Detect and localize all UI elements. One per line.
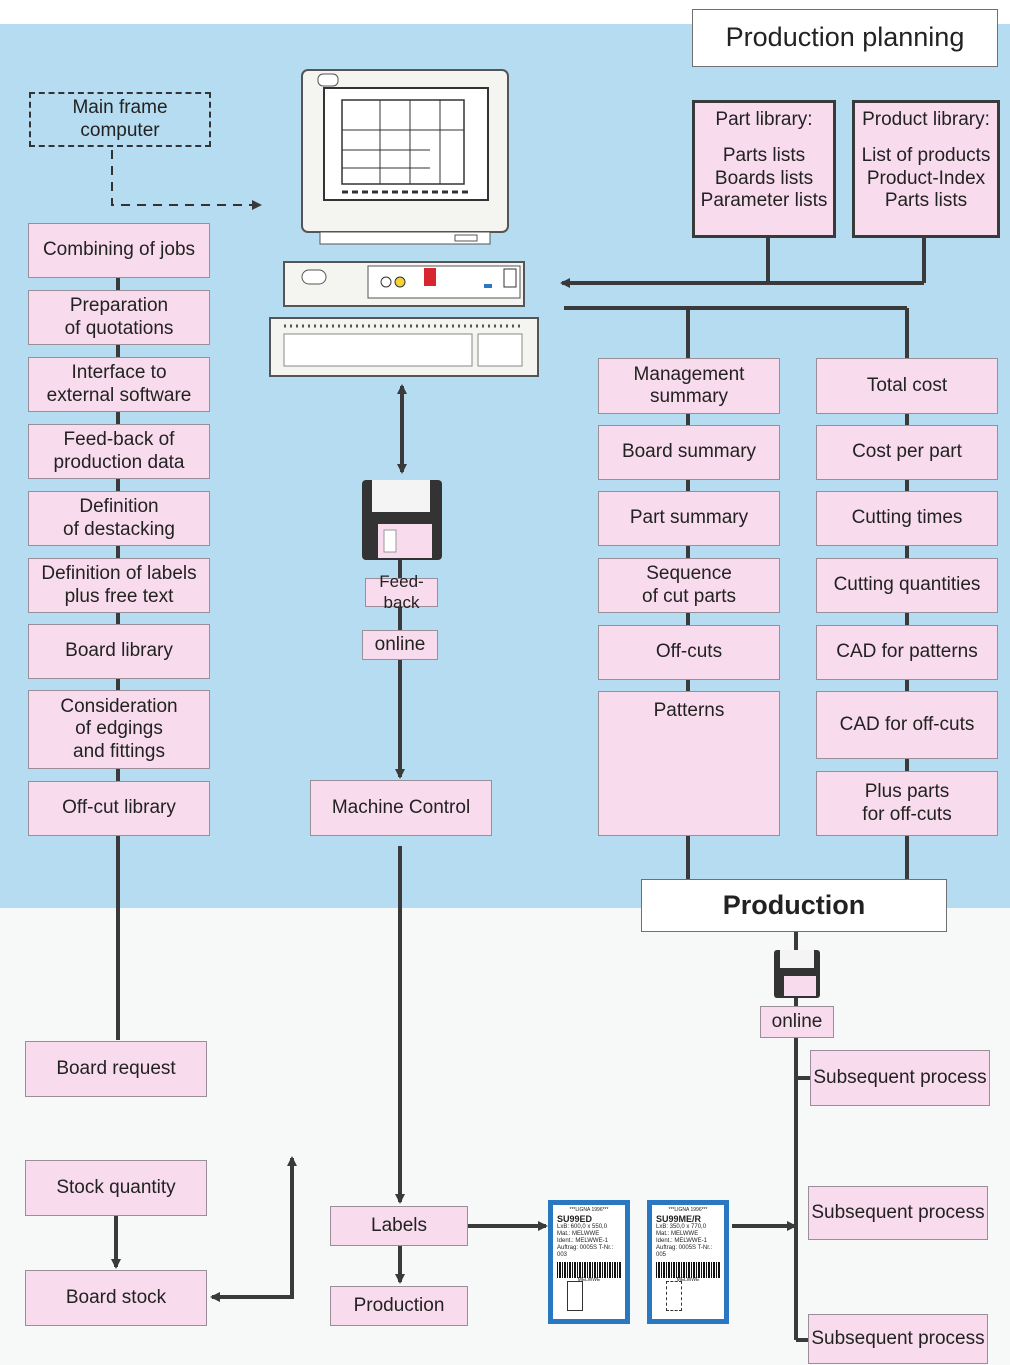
definition-destacking-box[interactable]: Definition of destacking bbox=[28, 491, 210, 546]
part-library-line: Parts lists bbox=[722, 145, 806, 167]
patterns-box[interactable]: Patterns bbox=[598, 691, 780, 836]
definition-labels-box[interactable]: Definition of labels plus free text bbox=[28, 558, 210, 613]
barcode-icon bbox=[557, 1261, 621, 1278]
label-card-ident: Ident.: MELWWE-1 bbox=[557, 1237, 608, 1244]
board-symbol-icon bbox=[666, 1281, 682, 1311]
production-title: Production bbox=[641, 879, 947, 932]
board-stock-box[interactable]: Board stock bbox=[25, 1270, 207, 1326]
label-card-dimensions: LxB: 350,0 x 770,0 bbox=[656, 1224, 707, 1231]
offcuts-box[interactable]: Off-cuts bbox=[598, 625, 780, 680]
offcut-library-box[interactable]: Off-cut library bbox=[28, 781, 210, 836]
interface-external-software-box[interactable]: Interface to external software bbox=[28, 357, 210, 412]
edgings-fittings-box[interactable]: Consideration of edgings and fittings bbox=[28, 690, 210, 769]
label-card-head: ***LIGNA 1996*** bbox=[569, 1207, 609, 1213]
label-card-order: Auftrag: 0005S T-Nr.: 003 bbox=[557, 1244, 614, 1258]
board-stock-return-arrow bbox=[212, 1156, 297, 1299]
total-cost-box[interactable]: Total cost bbox=[816, 358, 998, 414]
part-library-title: Part library: bbox=[715, 109, 813, 130]
board-summary-box[interactable]: Board summary bbox=[598, 425, 780, 480]
label-card-code: SU99ME/R bbox=[656, 1213, 702, 1224]
label-card: ***LIGNA 1996*** SU99ME/R LxB: 350,0 x 7… bbox=[647, 1200, 729, 1324]
mainframe-computer-box: Main frame computer bbox=[29, 92, 211, 147]
feedback-box[interactable]: Feed-back bbox=[365, 572, 438, 612]
barcode-icon bbox=[656, 1261, 720, 1278]
stock-quantity-box[interactable]: Stock quantity bbox=[25, 1160, 207, 1216]
label-card-foot: MELWWE bbox=[577, 1276, 601, 1283]
plus-parts-offcuts-box[interactable]: Plus parts for off-cuts bbox=[816, 771, 998, 836]
product-library-title: Product library: bbox=[862, 109, 990, 130]
product-library-line: Product-Index bbox=[866, 167, 986, 189]
product-library-box[interactable]: Product library: List of products Produc… bbox=[852, 100, 1000, 238]
part-library-line: Parameter lists bbox=[700, 190, 828, 212]
part-library-box[interactable]: Part library: Parts lists Boards lists P… bbox=[692, 100, 836, 238]
production-planning-title: Production planning bbox=[692, 9, 998, 67]
floppy-disk-small-icon bbox=[774, 950, 820, 998]
label-card-material: Mat.: MELWWE bbox=[656, 1230, 699, 1237]
board-symbol-icon bbox=[567, 1281, 583, 1311]
cad-offcuts-box[interactable]: CAD for off-cuts bbox=[816, 691, 998, 759]
sequence-cut-parts-box[interactable]: Sequence of cut parts bbox=[598, 558, 780, 613]
label-card-ident: Ident.: MELWWE-1 bbox=[656, 1237, 707, 1244]
product-library-line: Parts lists bbox=[884, 190, 968, 212]
production-box[interactable]: Production bbox=[330, 1286, 468, 1326]
label-card-head: ***LIGNA 1996*** bbox=[668, 1207, 708, 1213]
feedback-production-data-box[interactable]: Feed-back of production data bbox=[28, 424, 210, 479]
labels-box[interactable]: Labels bbox=[330, 1206, 468, 1246]
computer-illustration bbox=[269, 69, 539, 377]
label-card: ***LIGNA 1996*** SU99ED LxB: 600,0 x 550… bbox=[548, 1200, 630, 1324]
label-card-material: Mat.: MELWWE bbox=[557, 1230, 600, 1237]
board-request-box[interactable]: Board request bbox=[25, 1041, 207, 1097]
subsequent-process-box[interactable]: Subsequent process bbox=[810, 1050, 990, 1106]
management-summary-box[interactable]: Management summary bbox=[598, 358, 780, 414]
part-library-line: Boards lists bbox=[714, 167, 814, 189]
mainframe-dashed-arrow bbox=[111, 150, 262, 210]
machine-control-box[interactable]: Machine Control bbox=[310, 780, 492, 836]
product-library-line: List of products bbox=[861, 145, 991, 167]
online-box[interactable]: online bbox=[362, 630, 438, 660]
preparation-quotations-box[interactable]: Preparation of quotations bbox=[28, 290, 210, 345]
label-card-foot: MELWWE bbox=[676, 1276, 700, 1283]
cutting-quantities-box[interactable]: Cutting quantities bbox=[816, 558, 998, 613]
cutting-times-box[interactable]: Cutting times bbox=[816, 491, 998, 546]
part-summary-box[interactable]: Part summary bbox=[598, 491, 780, 546]
label-card-order: Auftrag: 0005S T-Nr.: 005 bbox=[656, 1244, 713, 1258]
cad-patterns-box[interactable]: CAD for patterns bbox=[816, 625, 998, 680]
subsequent-process-box[interactable]: Subsequent process bbox=[808, 1314, 988, 1364]
online-right-box[interactable]: online bbox=[760, 1006, 834, 1038]
label-card-code: SU99ED bbox=[557, 1213, 593, 1224]
board-library-box[interactable]: Board library bbox=[28, 624, 210, 679]
floppy-disk-icon bbox=[362, 480, 442, 560]
patterns-label: Patterns bbox=[653, 700, 725, 721]
cost-per-part-box[interactable]: Cost per part bbox=[816, 425, 998, 480]
combining-jobs-box[interactable]: Combining of jobs bbox=[28, 223, 210, 278]
label-card-dimensions: LxB: 600,0 x 550,0 bbox=[557, 1224, 608, 1231]
subsequent-process-box[interactable]: Subsequent process bbox=[808, 1186, 988, 1240]
